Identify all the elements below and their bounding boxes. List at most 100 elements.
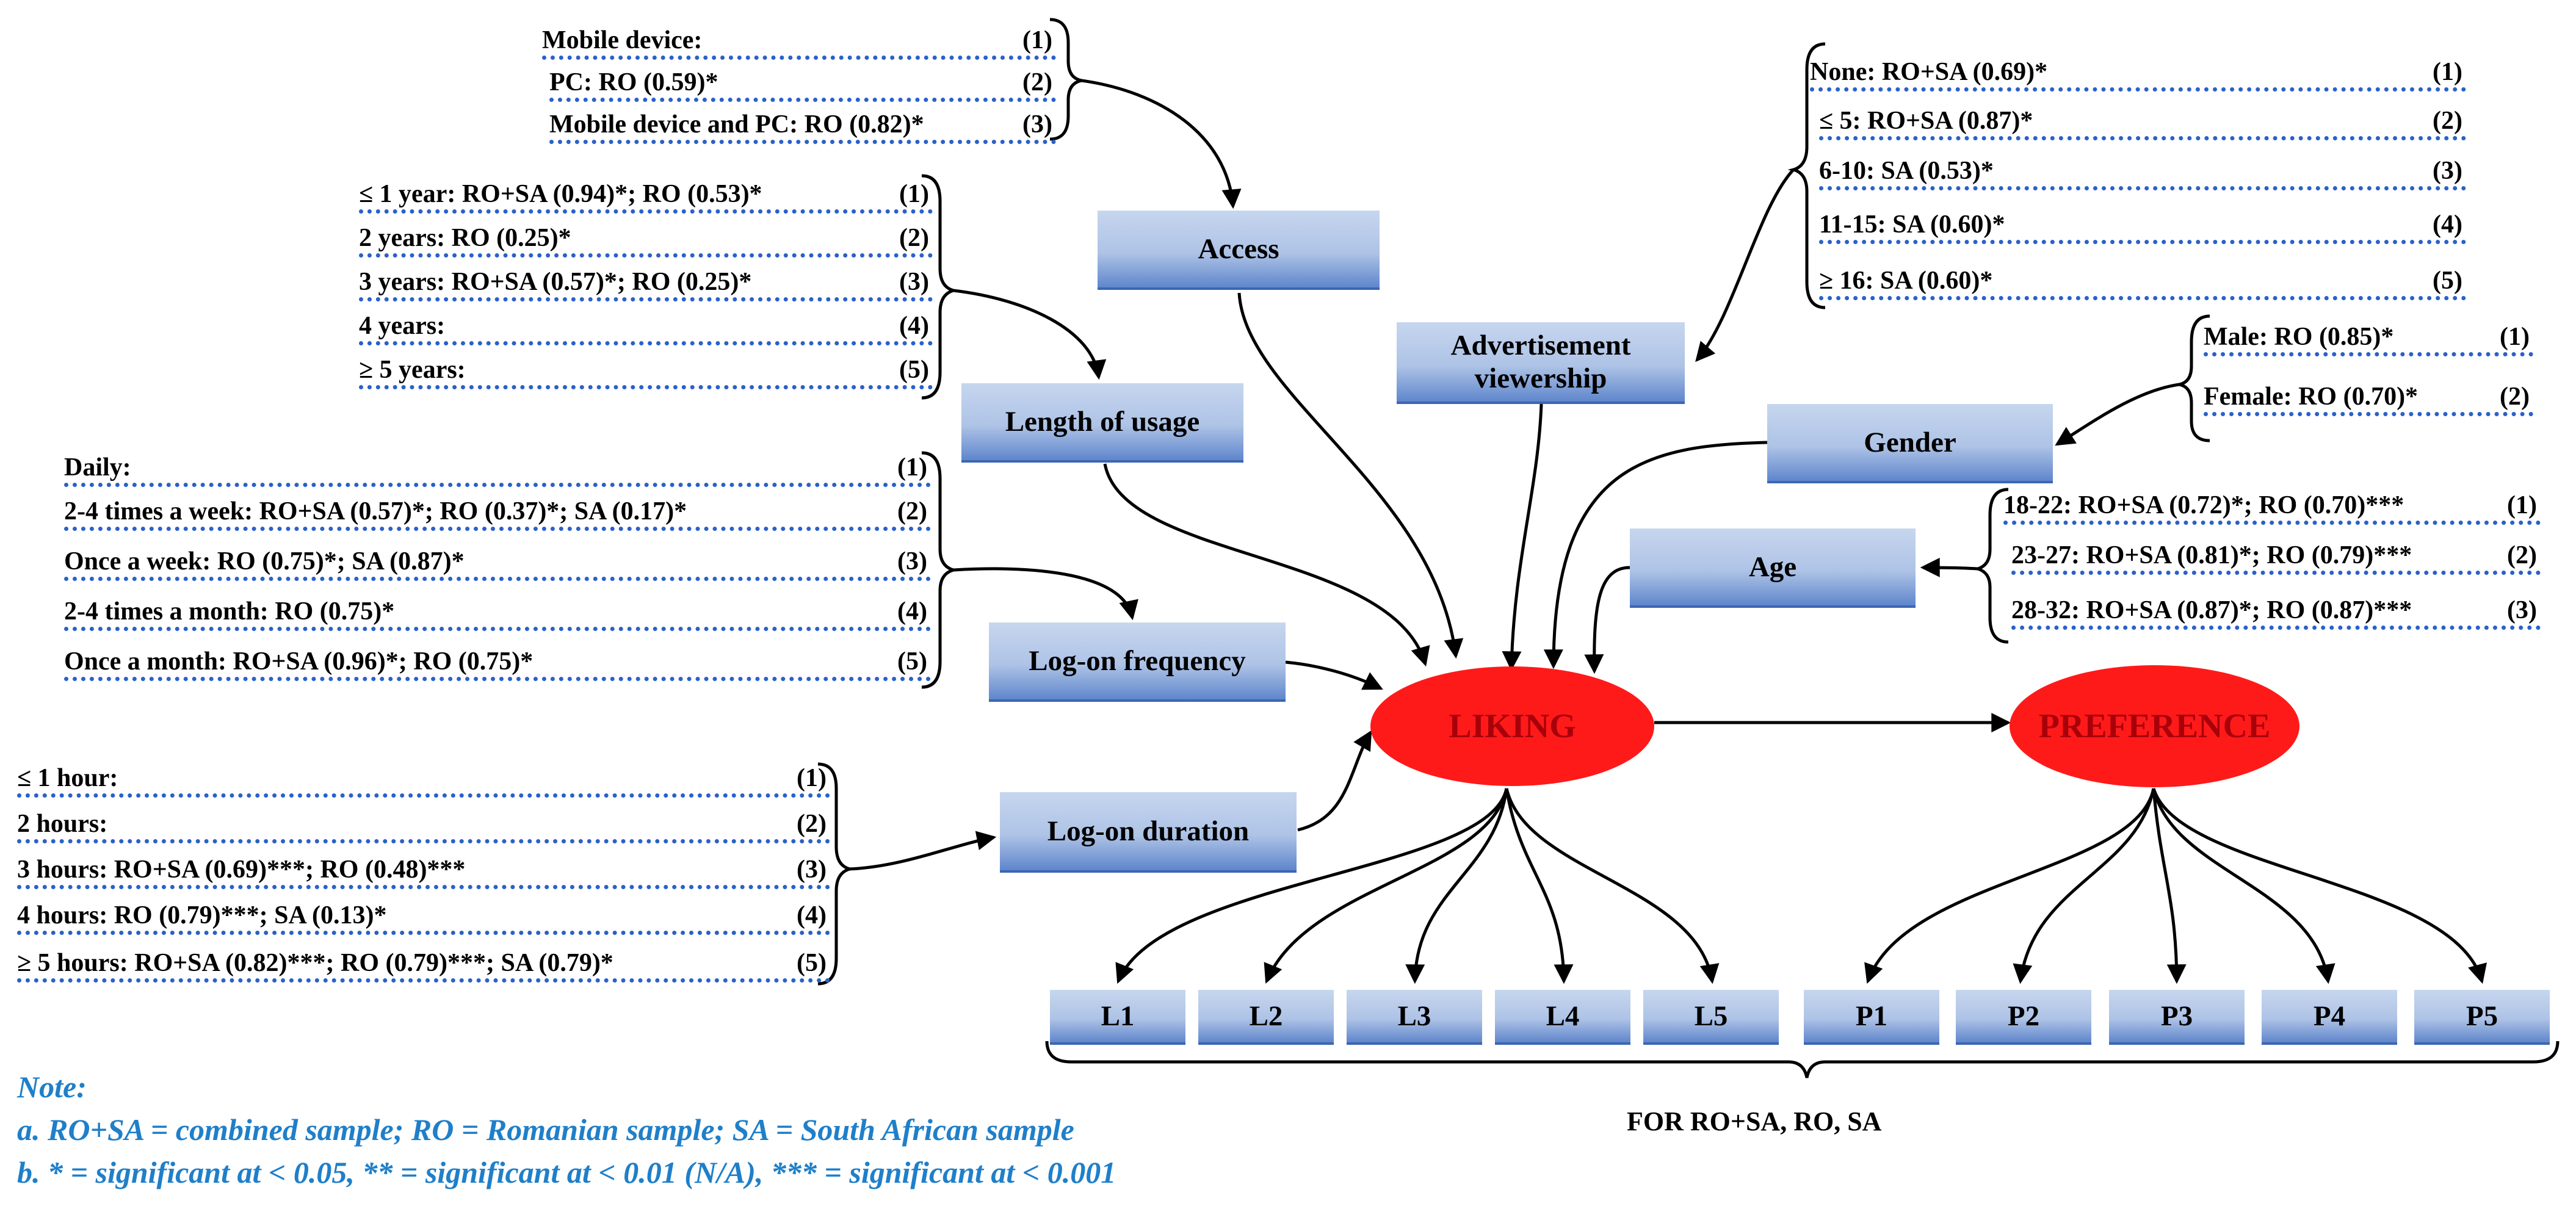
list-item-label: ≥ 5 years: (359, 356, 466, 384)
list-item-number: (1) (2507, 491, 2537, 519)
list-item-label: 28-32: RO+SA (0.87)*; RO (0.87)*** (2011, 596, 2412, 624)
arrow-access-liking (1237, 292, 1464, 659)
list-item: 2 years: RO (0.25)* (2) (359, 220, 933, 258)
list-item-label: 6-10: SA (0.53)* (1819, 157, 1994, 185)
list-item: ≤ 1 year: RO+SA (0.94)*; RO (0.53)* (1) (359, 176, 933, 214)
list-item-label: PC: RO (0.59)* (549, 68, 718, 96)
list-item-label: ≤ 1 hour: (17, 764, 118, 792)
list-item-number: (4) (2433, 211, 2462, 239)
advertisement-viewership-label-line1: Advertisement (1450, 329, 1631, 361)
arrow-access (1081, 79, 1242, 209)
list-item-number: (3) (2433, 157, 2462, 185)
list-item-number: (2) (1022, 68, 1052, 96)
list-item-number: (1) (2500, 323, 2530, 351)
list-item-label: None: RO+SA (0.69)* (1810, 58, 2048, 86)
list-item-label: 2-4 times a month: RO (0.75)* (64, 597, 395, 626)
arrow-viewership-liking (1502, 403, 1543, 671)
list-item: 18-22: RO+SA (0.72)*; RO (0.70)*** (1) (2003, 487, 2541, 525)
list-item: Mobile device and PC: RO (0.82)* (3) (549, 106, 1056, 144)
list-item-label: 18-22: RO+SA (0.72)*; RO (0.70)*** (2003, 491, 2404, 519)
list-item: 4 hours: RO (0.79)***; SA (0.13)* (4) (17, 897, 830, 935)
list-item: None: RO+SA (0.69)* (1) (1810, 54, 2466, 92)
indicator-l1: L1 (1050, 990, 1185, 1045)
list-item-label: 11-15: SA (0.60)* (1819, 211, 2005, 239)
list-item-label: Female: RO (0.70)* (2204, 383, 2419, 411)
list-item: Mobile device: (1) (542, 22, 1056, 60)
indicator-label: P1 (1855, 1000, 1888, 1032)
list-item-number: (3) (897, 547, 927, 575)
list-item-number: (3) (797, 856, 827, 884)
log-on-duration-box: Log-on duration (1000, 792, 1297, 873)
log-on-frequency-box: Log-on frequency (989, 622, 1286, 702)
arrow-age (1920, 557, 1978, 577)
list-item-number: (3) (2507, 596, 2537, 624)
arrow-liking-l2 (1264, 788, 1508, 984)
list-item-number: (1) (2433, 58, 2462, 86)
list-item-number: (5) (2433, 267, 2462, 295)
arrow-frequency (953, 567, 1138, 621)
indicator-label: L5 (1694, 1000, 1728, 1032)
arrow-preference-p1 (1864, 788, 2155, 984)
list-item-number: (2) (797, 810, 827, 838)
list-item-label: Male: RO (0.85)* (2204, 323, 2394, 351)
list-item: Male: RO (0.85)* (1) (2204, 319, 2533, 356)
indicator-p2: P2 (1956, 990, 2091, 1045)
list-item-label: ≥ 16: SA (0.60)* (1819, 267, 1993, 295)
indicator-label: L3 (1397, 1000, 1431, 1032)
list-item: 3 hours: RO+SA (0.69)***; RO (0.48)*** (… (17, 851, 830, 889)
arrow-length (953, 289, 1107, 380)
list-item-label: 4 years: (359, 312, 446, 340)
list-item-number: (4) (797, 901, 827, 929)
indicator-p5: P5 (2414, 990, 2550, 1045)
list-item-label: 3 hours: RO+SA (0.69)***; RO (0.48)*** (17, 856, 466, 884)
gender-brace (2179, 314, 2210, 442)
length-of-usage-label: Length of usage (1005, 405, 1200, 438)
list-item: 6-10: SA (0.53)* (3) (1819, 153, 2466, 190)
list-item-label: ≤ 5: RO+SA (0.87)* (1819, 107, 2033, 135)
indicator-label: P4 (2313, 1000, 2346, 1032)
indicator-label: P5 (2466, 1000, 2498, 1032)
indicator-l4: L4 (1495, 990, 1630, 1045)
arrow-viewership (1695, 168, 1795, 363)
list-item-number: (2) (899, 224, 929, 252)
list-item: ≥ 5 years: (5) (359, 352, 933, 389)
list-item-label: Mobile device and PC: RO (0.82)* (549, 110, 924, 139)
list-item: ≥ 5 hours: RO+SA (0.82)***; RO (0.79)***… (17, 945, 830, 983)
list-item-number: (1) (797, 764, 827, 792)
list-item: Female: RO (0.70)* (2) (2204, 378, 2533, 416)
arrow-liking-l4 (1505, 788, 1574, 984)
age-brace (1972, 488, 2009, 644)
gender-label: Gender (1864, 426, 1956, 458)
list-item: ≤ 1 hour: (1) (17, 760, 830, 798)
list-item-number: (5) (897, 648, 927, 676)
arrow-duration-liking (1297, 730, 1372, 832)
list-item: Once a month: RO+SA (0.96)*; RO (0.75)* … (64, 643, 931, 681)
list-item-number: (1) (1022, 26, 1052, 54)
list-item-number: (5) (899, 356, 929, 384)
advertisement-viewership-label-line2: viewership (1474, 363, 1607, 394)
indicator-l3: L3 (1347, 990, 1482, 1045)
arrow-duration (849, 831, 997, 871)
list-item: ≥ 16: SA (0.60)* (5) (1819, 262, 2466, 300)
list-item: 4 years: (4) (359, 308, 933, 345)
advertisement-viewership-box: Advertisement viewership (1397, 322, 1685, 404)
indicator-l5: L5 (1643, 990, 1779, 1045)
access-box: Access (1098, 211, 1380, 290)
list-item: 3 years: RO+SA (0.57)*; RO (0.25)* (3) (359, 264, 933, 301)
list-item-label: 23-27: RO+SA (0.81)*; RO (0.79)*** (2011, 541, 2412, 569)
list-item: 23-27: RO+SA (0.81)*; RO (0.79)*** (2) (2011, 537, 2541, 575)
preference-label: PREFERENCE (2038, 707, 2271, 745)
list-item-number: (3) (1022, 110, 1052, 139)
indicators-brace (1045, 1041, 2560, 1078)
age-box: Age (1630, 529, 1916, 608)
arrow-gender-liking (1543, 441, 1768, 669)
arrow-gender (2055, 383, 2180, 446)
list-item: 28-32: RO+SA (0.87)*; RO (0.87)*** (3) (2011, 592, 2541, 630)
indicator-p1: P1 (1804, 990, 1939, 1045)
indicator-p4: P4 (2262, 990, 2397, 1045)
list-item: Once a week: RO (0.75)*; SA (0.87)* (3) (64, 543, 931, 581)
list-item-number: (5) (797, 949, 827, 977)
liking-ellipse: LIKING (1370, 666, 1654, 786)
indicator-label: L2 (1249, 1000, 1283, 1032)
